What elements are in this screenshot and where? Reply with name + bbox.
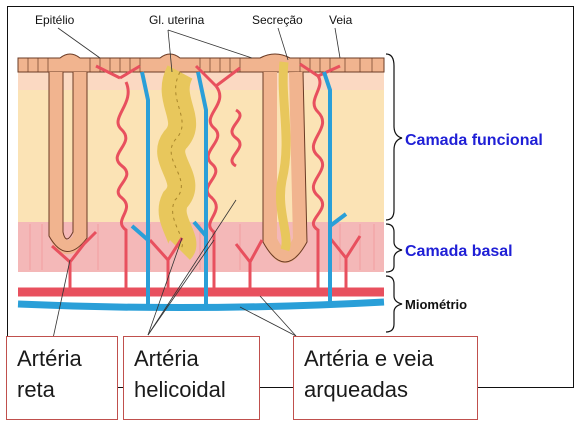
box-arteria-reta-line1: Artéria: [17, 346, 82, 371]
box-arteria-reta: Artéria reta: [6, 336, 118, 420]
box-arteria-reta-line2: reta: [17, 377, 55, 402]
secretion: [276, 61, 291, 252]
label-gl-uterina: Gl. uterina: [149, 13, 205, 27]
box-arteria-veia-arqueadas: Artéria e veia arqueadas: [293, 336, 478, 420]
box-arteria-helicoidal: Artéria helicoidal: [123, 336, 260, 420]
box-arteria-veia-line2: arqueadas: [304, 377, 408, 402]
gland-right: [263, 71, 308, 263]
spiral-arteries: [95, 62, 341, 292]
label-camada-funcional: Camada funcional: [405, 132, 543, 149]
gland-left: [49, 72, 87, 255]
label-miometrio: Miométrio: [405, 297, 468, 312]
arcuate-vein: [17, 298, 385, 312]
label-secrecao: Secreção: [252, 13, 303, 27]
box-arteria-helicoidal-line2: helicoidal: [134, 377, 226, 402]
figure-frame: [7, 6, 574, 388]
pointer-lines: [51, 27, 341, 344]
surface-epithelium: [17, 53, 385, 73]
label-camada-basal: Camada basal: [405, 243, 513, 260]
box-arteria-helicoidal-line1: Artéria: [134, 346, 199, 371]
label-veia: Veia: [329, 13, 353, 27]
layer-braces: [385, 53, 403, 333]
veins: [130, 71, 348, 306]
straight-arteries: [51, 230, 362, 292]
label-epitelio: Epitélio: [35, 13, 75, 27]
box-arteria-veia-line1: Artéria e veia: [304, 346, 434, 371]
